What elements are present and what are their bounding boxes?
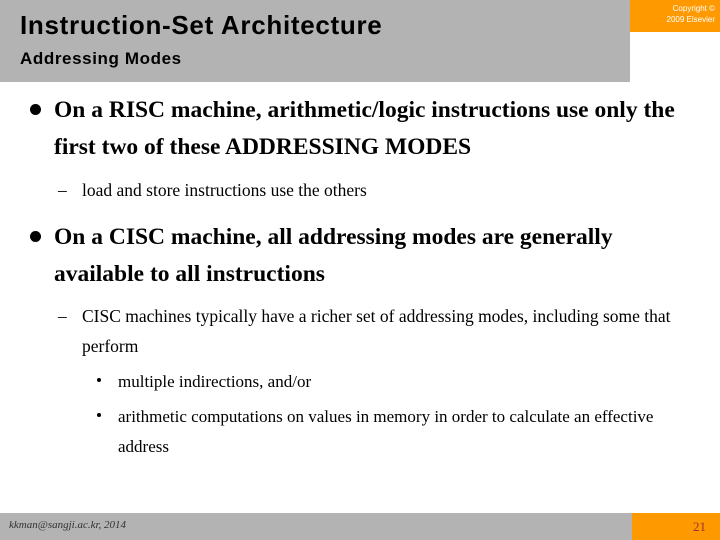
en-dash-bullet-icon: – [58,180,67,200]
bullet-text: load and store instructions use the othe… [82,180,367,200]
bullet-item-level2: – load and store instructions use the ot… [0,175,720,205]
bullet-text: multiple indirections, and/or [118,372,312,391]
bullet-text: CISC machines typically have a richer se… [82,306,671,356]
bullet-text: On a CISC machine, all addressing modes … [54,224,613,287]
spacer [0,293,720,301]
copyright-banner: Copyright © 2009 Elsevier [630,0,720,32]
bullet-item-level3: multiple indirections, and/or [0,367,720,397]
slide-content: On a RISC machine, arithmetic/logic inst… [0,92,720,462]
disc-bullet-icon [30,231,41,242]
copyright-line-2: 2009 Elsevier [666,15,715,24]
page-number: 21 [693,519,706,534]
page-title: Instruction-Set Architecture [20,10,383,40]
spacer [0,205,720,219]
bullet-item-level2: – CISC machines typically have a richer … [0,301,720,361]
dot-bullet-icon [97,413,101,417]
spacer [0,166,720,175]
en-dash-bullet-icon: – [58,306,67,326]
footer-accent-bar [632,513,720,540]
bullet-text: On a RISC machine, arithmetic/logic inst… [54,97,675,160]
footer-email-text: kkman@sangji.ac.kr, 2014 [9,519,127,531]
page-subtitle: Addressing Modes [20,49,182,68]
bullet-item-level1: On a CISC machine, all addressing modes … [0,219,720,293]
bullet-text: arithmetic computations on values in mem… [118,407,654,456]
disc-bullet-icon [30,104,41,115]
dot-bullet-icon [97,378,101,382]
copyright-line-1: Copyright © [672,4,715,13]
slide-header-bar [0,0,630,82]
bullet-item-level1: On a RISC machine, arithmetic/logic inst… [0,92,720,166]
bullet-item-level3: arithmetic computations on values in mem… [0,402,720,462]
slide-footer-bar [0,513,632,540]
